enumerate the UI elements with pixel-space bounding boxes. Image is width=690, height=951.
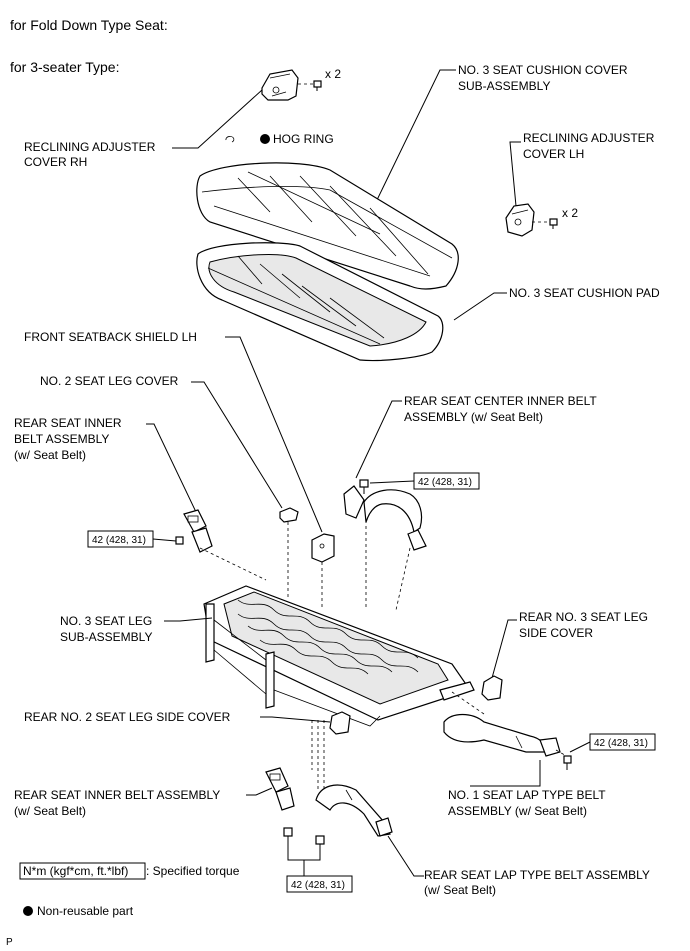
rear-no3-side-cover-part: [481, 675, 503, 701]
non-reusable-icon: [23, 906, 33, 916]
label-no1-seat-lap-type-belt: NO. 1 SEAT LAP TYPE BELT ASSEMBLY (w/ Se…: [448, 788, 609, 818]
seat-cushion-pad-part: [196, 242, 444, 362]
bolt-icon: [175, 536, 184, 545]
label-rear-seat-center-inner-belt: REAR SEAT CENTER INNER BELT ASSEMBLY (w/…: [404, 394, 600, 424]
no2-seat-leg-cover-part: [279, 507, 299, 523]
label-no3-seat-cushion-pad: NO. 3 SEAT CUSHION PAD: [509, 286, 660, 300]
label-rear-seat-lap-type-belt: REAR SEAT LAP TYPE BELT ASSEMBLY (w/ Sea…: [424, 868, 653, 897]
hog-ring-icon: [225, 134, 270, 144]
rh-screw-quantity: x 2: [325, 67, 341, 81]
footer-code: P: [6, 937, 13, 948]
torque-bottom: 42 (428, 31): [291, 880, 345, 891]
torque-lap-belt-no1: 42 (428, 31): [594, 738, 648, 749]
reclining-adjuster-cover-lh-part: [505, 203, 535, 237]
header-subtitle: for 3-seater Type:: [10, 59, 119, 75]
torque-center-belt: 42 (428, 31): [418, 477, 472, 488]
lh-screw-quantity: x 2: [562, 206, 578, 220]
legend-torque-unit: N*m (kgf*cm, ft.*lbf): [23, 864, 128, 878]
label-no2-seat-leg-cover: NO. 2 SEAT LEG COVER: [40, 374, 179, 388]
label-reclining-adjuster-cover-lh: RECLINING ADJUSTER COVER LH: [523, 131, 658, 161]
center-inner-belt-part: [343, 485, 427, 551]
bolt-icon: [563, 755, 572, 770]
legend-torque-description: : Specified torque: [146, 864, 240, 878]
legend-torque-box: [19, 862, 146, 880]
label-no3-seat-cushion-cover: NO. 3 SEAT CUSHION COVER SUB-ASSEMBLY: [458, 63, 631, 93]
torque-inner-belt-top: 42 (428, 31): [92, 535, 146, 546]
bolt-icon: [315, 835, 325, 852]
header-title: for Fold Down Type Seat:: [10, 17, 168, 33]
no1-lap-belt-part: [443, 713, 561, 757]
label-rear-seat-inner-belt-bottom: REAR SEAT INNER BELT ASSEMBLY (w/ Seat B…: [14, 788, 223, 818]
front-seatback-shield-part: [311, 533, 335, 563]
rear-no2-side-cover-part: [329, 711, 351, 735]
screw-icon: [549, 218, 558, 229]
inner-belt-buckle-part: [183, 509, 213, 553]
label-hog-ring: HOG RING: [273, 132, 334, 146]
bolt-icon: [283, 827, 293, 846]
label-front-seatback-shield-lh: FRONT SEATBACK SHIELD LH: [24, 330, 197, 344]
rear-inner-belt-bottom-part: [265, 767, 295, 811]
label-reclining-adjuster-cover-rh: RECLINING ADJUSTER COVER RH: [24, 140, 159, 169]
seat-cushion-cover-part: [196, 162, 459, 290]
label-no3-seat-leg-sub-assembly: NO. 3 SEAT LEG SUB-ASSEMBLY: [60, 614, 156, 644]
legend-non-reusable: Non-reusable part: [37, 904, 134, 918]
label-rear-no3-seat-leg-side-cover: REAR NO. 3 SEAT LEG SIDE COVER: [519, 610, 651, 640]
screw-icon: [313, 80, 322, 91]
label-rear-seat-inner-belt-top: REAR SEAT INNER BELT ASSEMBLY (w/ Seat B…: [14, 416, 125, 462]
bolt-icon: [359, 479, 369, 494]
torque-box-bottom: [286, 875, 353, 893]
no3-seat-leg-sub-assembly-part: [203, 585, 475, 727]
reclining-adjuster-cover-rh-part: [261, 69, 299, 101]
label-rear-no2-seat-leg-side-cover: REAR NO. 2 SEAT LEG SIDE COVER: [24, 710, 231, 724]
rear-lap-belt-part: [315, 784, 393, 837]
